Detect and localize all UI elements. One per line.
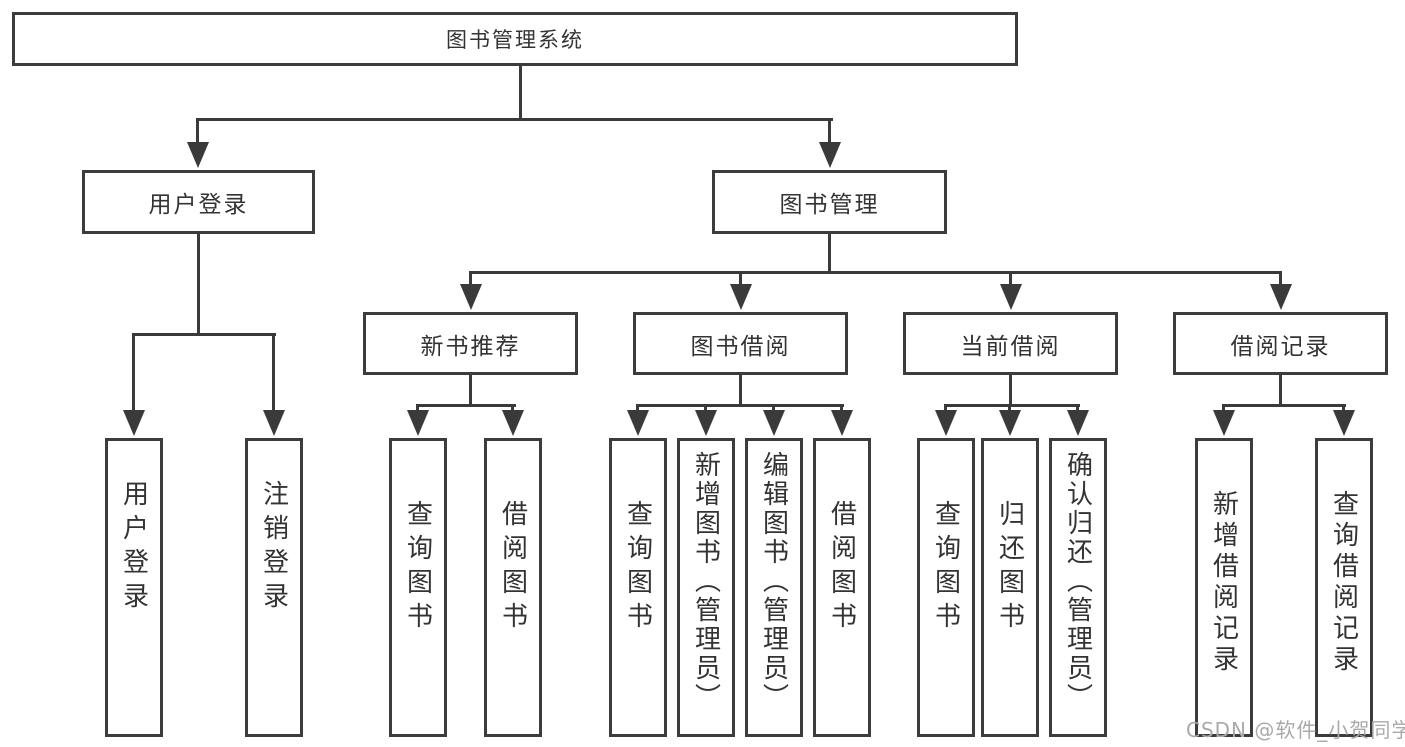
- connector-horizontal: [944, 404, 1080, 407]
- node-label: 归还图书: [994, 499, 1025, 636]
- arrow-shaft: [196, 118, 199, 146]
- node-book-borrow: 图书借阅: [633, 312, 848, 375]
- arrowhead-down-icon: [263, 410, 285, 436]
- node-label: 查询图书: [930, 499, 961, 636]
- node-label: 图书管理: [779, 192, 880, 218]
- leaf-edit-books-admin: 编辑图书（管理员）: [745, 438, 803, 737]
- arrowhead-down-icon: [935, 410, 957, 436]
- arrowhead-down-icon: [1333, 410, 1355, 436]
- node-label: 图书借阅: [690, 333, 791, 360]
- arrowhead-down-icon: [460, 284, 482, 310]
- arrowhead-down-icon: [1213, 410, 1235, 436]
- leaf-add-borrow-record: 新增借阅记录: [1195, 438, 1253, 737]
- connector-userlogin-horizontal: [132, 333, 276, 336]
- arrowhead-down-icon: [730, 284, 752, 310]
- node-label: 新增图书（管理员）: [690, 451, 721, 712]
- arrowhead-down-icon: [695, 410, 717, 436]
- arrowhead-down-icon: [763, 410, 785, 436]
- leaf-confirm-return-admin: 确认归还（管理员）: [1049, 438, 1107, 737]
- node-label: 借阅图书: [497, 499, 528, 636]
- node-label: 当前借阅: [960, 333, 1061, 360]
- node-label: 查询图书: [402, 499, 433, 636]
- node-label: 用户登录: [148, 192, 249, 218]
- node-user-login: 用户登录: [82, 170, 315, 234]
- connector-vertical: [1279, 375, 1282, 406]
- leaf-add-books-admin: 新增图书（管理员）: [677, 438, 735, 737]
- node-label: 查询借阅记录: [1328, 489, 1359, 676]
- node-root-library-management-system: 图书管理系统: [12, 12, 1018, 66]
- arrowhead-down-icon: [123, 410, 145, 436]
- arrow-shaft: [1009, 271, 1012, 286]
- node-label: 新书推荐: [420, 333, 521, 360]
- node-label: 编辑图书（管理员）: [758, 451, 789, 712]
- arrowhead-down-icon: [1270, 284, 1292, 310]
- arrowhead-down-icon: [407, 410, 429, 436]
- leaf-borrow-books: 借阅图书: [484, 438, 542, 737]
- connector-bookmgmt-vertical: [828, 234, 831, 273]
- csdn-watermark: CSDN @软件_小贺同学: [1186, 718, 1405, 742]
- arrowhead-down-icon: [627, 410, 649, 436]
- leaf-logout: 注销登录: [245, 438, 303, 737]
- connector-vertical: [739, 375, 742, 406]
- connector-vertical: [1009, 375, 1012, 406]
- connector-userlogin-vertical: [197, 234, 200, 336]
- leaf-query-books: 查询图书: [917, 438, 975, 737]
- node-new-book-recommend: 新书推荐: [363, 312, 578, 375]
- leaf-user-login: 用户登录: [105, 438, 163, 737]
- node-label: 查询图书: [622, 499, 653, 636]
- connector-horizontal: [636, 404, 844, 407]
- connector-horizontal: [416, 404, 516, 407]
- connector-vertical: [469, 375, 472, 406]
- node-label: 借阅图书: [826, 499, 857, 636]
- node-label: 图书管理系统: [446, 28, 584, 52]
- arrow-shaft: [469, 271, 472, 286]
- node-label: 新增借阅记录: [1208, 489, 1239, 676]
- connector-horizontal: [1222, 404, 1346, 407]
- arrow-shaft: [1279, 271, 1282, 286]
- node-label: 确认归还（管理员）: [1062, 451, 1093, 712]
- arrowhead-down-icon: [819, 142, 841, 168]
- node-book-management: 图书管理: [712, 170, 947, 234]
- arrow-shaft: [828, 118, 831, 146]
- node-label: 借阅记录: [1230, 333, 1331, 360]
- node-borrow-records: 借阅记录: [1173, 312, 1388, 375]
- connector-root-vertical: [519, 65, 522, 119]
- node-current-borrow: 当前借阅: [903, 312, 1118, 375]
- arrowhead-down-icon: [999, 410, 1021, 436]
- leaf-query-books: 查询图书: [389, 438, 447, 737]
- leaf-query-books: 查询图书: [609, 438, 667, 737]
- node-label: 注销登录: [258, 479, 289, 616]
- arrowhead-down-icon: [1067, 410, 1089, 436]
- arrow-shaft: [132, 333, 135, 413]
- leaf-return-books: 归还图书: [981, 438, 1039, 737]
- arrowhead-down-icon: [831, 410, 853, 436]
- arrowhead-down-icon: [502, 410, 524, 436]
- leaf-query-borrow-record: 查询借阅记录: [1315, 438, 1373, 737]
- connector-bookmgmt-horizontal: [469, 271, 1282, 274]
- connector-root-horizontal: [196, 118, 833, 121]
- arrow-shaft: [739, 271, 742, 286]
- arrow-shaft: [272, 333, 275, 413]
- arrowhead-down-icon: [1000, 284, 1022, 310]
- node-label: 用户登录: [118, 479, 149, 616]
- leaf-borrow-books: 借阅图书: [813, 438, 871, 737]
- arrowhead-down-icon: [187, 142, 209, 168]
